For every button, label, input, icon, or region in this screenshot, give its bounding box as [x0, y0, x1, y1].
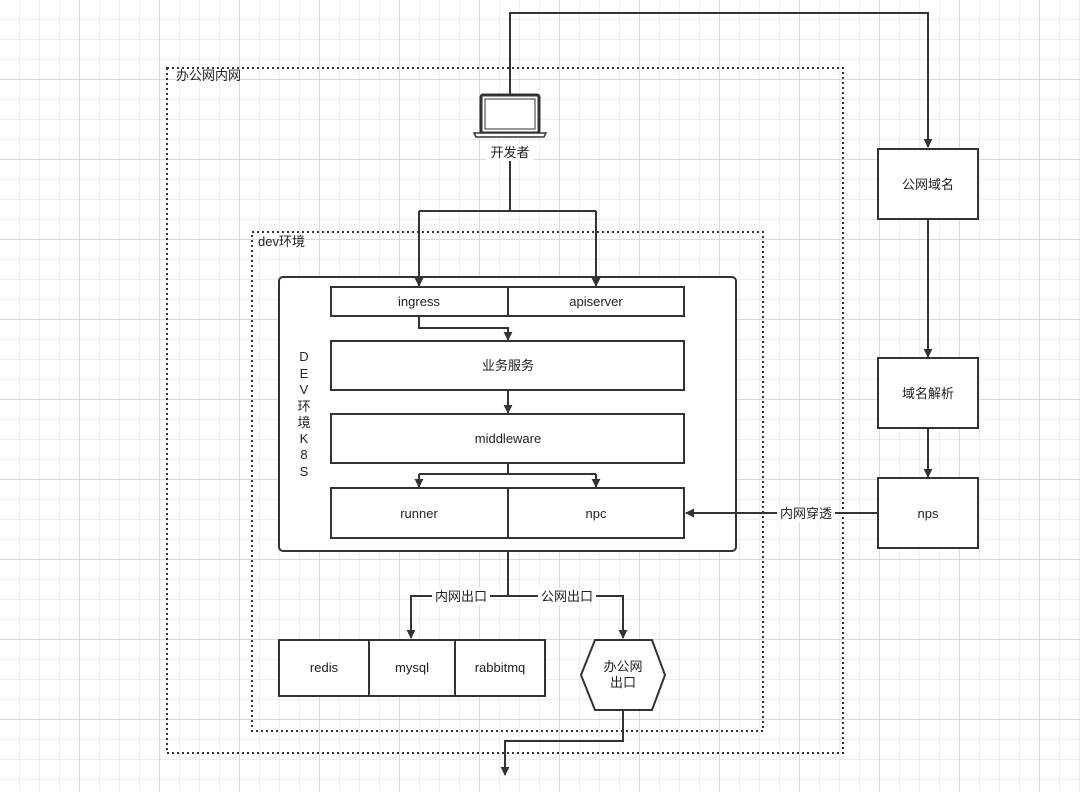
dev-env-label: dev环境 [258, 234, 305, 249]
intranet-exit-label-bg [432, 588, 490, 605]
ingress-label: ingress [398, 294, 440, 309]
public-domain-label: 公网域名 [902, 177, 954, 192]
runner-label: runner [400, 506, 438, 521]
business-service-label: 业务服务 [482, 358, 534, 373]
dns-resolution-label: 域名解析 [902, 386, 954, 401]
k8s-label-char: E [300, 366, 309, 381]
k8s-label-char: V [300, 382, 309, 397]
office-intranet-label: 办公网内网 [176, 68, 241, 83]
middleware-label: middleware [475, 431, 541, 446]
ingress-node [330, 286, 509, 317]
public-exit-label-bg [538, 588, 596, 605]
apiserver-node [507, 286, 685, 317]
edge-developer-to-public-domain [509, 12, 933, 148]
office-exit-label-line1: 办公网 [603, 659, 642, 674]
apiserver-label: apiserver [569, 294, 623, 309]
developer-label: 开发者 [490, 145, 529, 160]
intranet-exit-label: 内网出口 [435, 589, 487, 604]
k8s-label-char: 8 [300, 447, 307, 462]
rabbitmq-label: rabbitmq [475, 660, 526, 675]
mysql-label: mysql [395, 660, 429, 675]
office-exit-label-line2: 出口 [610, 675, 636, 690]
redis-label: redis [310, 660, 339, 675]
nps-label: nps [918, 506, 939, 521]
npc-label: npc [586, 506, 607, 521]
middleware-node [330, 413, 685, 464]
business-service-node [330, 340, 685, 391]
redis-node [278, 639, 370, 697]
public-exit-label: 公网出口 [541, 589, 593, 604]
dev-env-group [251, 231, 764, 732]
k8s-label-char: D [299, 349, 308, 364]
runner-node [330, 487, 509, 539]
dev-k8s-vertical-label: D E V 环 境 K 8 S [297, 349, 310, 479]
intranet-penetration-label-bg [777, 505, 835, 522]
k8s-label-char: K [300, 431, 309, 446]
laptop-icon [472, 93, 548, 138]
dns-resolution-node [877, 357, 979, 429]
developer-label-bg [486, 144, 534, 161]
k8s-label-char: 环 [297, 399, 310, 414]
public-domain-node [877, 148, 979, 220]
office-exit-node [579, 639, 667, 711]
rabbitmq-node [454, 639, 546, 697]
intranet-penetration-label: 内网穿透 [780, 506, 832, 521]
edge-ingress-to-business [418, 316, 513, 341]
edge-office-exit-out [500, 710, 624, 776]
k8s-label-char: S [300, 464, 309, 479]
nps-node [877, 477, 979, 549]
k8s-label-char: 境 [297, 415, 310, 430]
npc-node [507, 487, 685, 539]
